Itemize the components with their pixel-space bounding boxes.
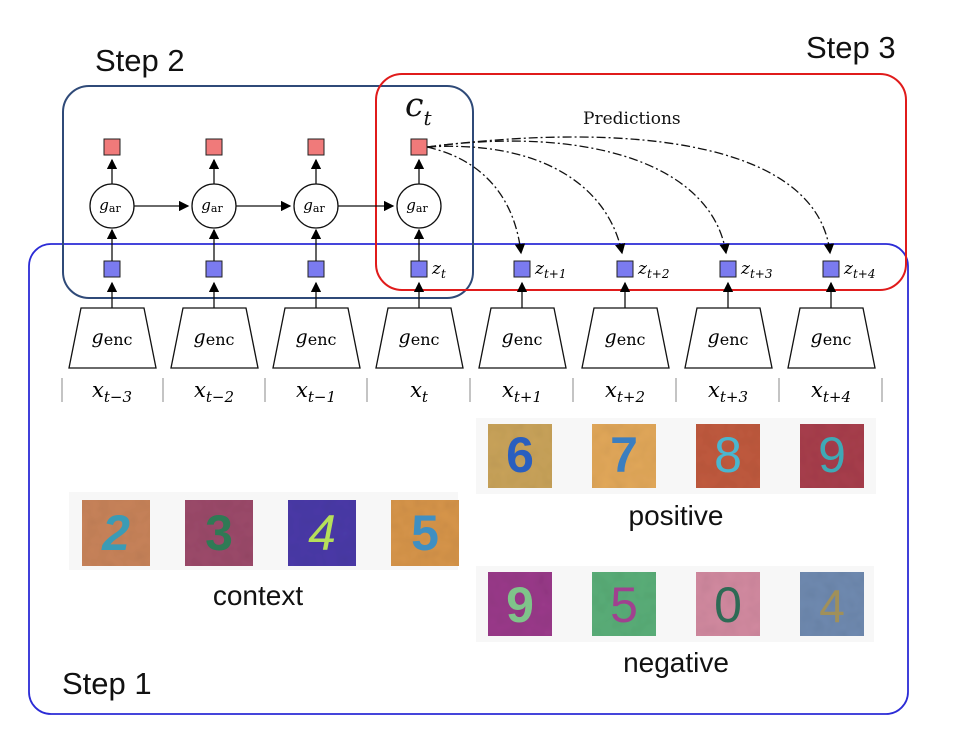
encoder-label: genc — [811, 326, 852, 349]
ar-label: gar — [303, 196, 325, 215]
encoder-block — [478, 307, 567, 369]
x-label: xt−1 — [296, 378, 336, 406]
encoder-label: genc — [399, 326, 440, 349]
encoder-block — [787, 307, 876, 369]
step1-label: Step 1 — [62, 666, 152, 701]
c-node — [103, 138, 121, 156]
predictions-label: Predictions — [583, 109, 681, 129]
ar-label: gar — [406, 196, 428, 215]
digit-tile: 9 — [800, 424, 864, 488]
encoder-column-4: genc zt+1 xt+1 — [478, 259, 567, 406]
digit-tile: 5 — [391, 500, 459, 566]
encoder-label: genc — [194, 326, 235, 349]
svg-text:4: 4 — [308, 505, 336, 561]
encoder-block — [581, 307, 670, 369]
encoder-column-2: genc xt−1 — [272, 260, 361, 406]
x-label: xt — [410, 378, 429, 406]
c-node — [410, 138, 428, 156]
x-label: xt+2 — [605, 378, 645, 406]
z-node — [410, 260, 428, 278]
encoder-block — [68, 307, 157, 369]
svg-text:2: 2 — [101, 505, 130, 561]
prediction-arcs — [426, 136, 835, 255]
encoder-column-5: genc zt+2 xt+2 — [581, 259, 670, 406]
digit-tile: 2 — [82, 500, 150, 566]
context-images: 2 3 4 5 — [69, 492, 459, 570]
digit-tile: 9 — [488, 572, 552, 636]
encoder-label: genc — [502, 326, 543, 349]
x-label: xt+4 — [811, 378, 851, 406]
digit-tile: 5 — [592, 572, 656, 636]
encoder-label: genc — [92, 326, 133, 349]
encoder-column-7: genc zt+4 xt+4 — [787, 259, 876, 406]
z-node — [719, 260, 737, 278]
z-label: zt+3 — [740, 259, 773, 281]
digit-tile: 4 — [800, 572, 864, 636]
digit-tile: 8 — [696, 424, 760, 488]
z-node — [513, 260, 531, 278]
svg-text:9: 9 — [818, 427, 846, 483]
step1-box — [28, 243, 909, 715]
svg-text:0: 0 — [714, 577, 742, 633]
prediction-arc — [426, 136, 835, 255]
svg-text:4: 4 — [819, 580, 845, 632]
svg-text:5: 5 — [411, 505, 439, 561]
encoder-column-3: genc zt xt — [375, 259, 464, 406]
x-label: xt+3 — [708, 378, 748, 406]
positive-label: positive — [629, 500, 724, 531]
x-label: xt+1 — [502, 378, 542, 406]
context-label: context — [213, 580, 303, 611]
negative-images: 9 5 0 4 — [476, 566, 874, 642]
z-node — [205, 260, 223, 278]
step3-box — [375, 73, 907, 291]
x-separators — [61, 378, 883, 402]
digit-tile: 0 — [696, 572, 760, 636]
encoder-column-1: genc xt−2 — [170, 260, 259, 406]
encoder-block — [375, 307, 464, 369]
ar-chain: gar gar gar gar — [89, 138, 442, 261]
z-node — [616, 260, 634, 278]
svg-text:8: 8 — [714, 427, 742, 483]
svg-text:3: 3 — [205, 505, 233, 561]
context-vector-label: ct — [405, 85, 432, 130]
svg-text:5: 5 — [610, 577, 638, 633]
z-label: zt — [431, 259, 446, 281]
x-label: xt−2 — [194, 378, 234, 406]
digit-tile: 3 — [185, 500, 253, 566]
encoder-column-6: genc zt+3 xt+3 — [684, 259, 773, 406]
x-label: xt−3 — [92, 378, 132, 406]
z-label: zt+2 — [637, 259, 669, 281]
encoder-label: genc — [708, 326, 749, 349]
step2-label: Step 2 — [95, 43, 185, 78]
ar-label: gar — [99, 196, 121, 215]
svg-text:9: 9 — [506, 577, 534, 633]
z-node — [307, 260, 325, 278]
negative-label: negative — [623, 647, 729, 678]
encoder-block — [272, 307, 361, 369]
z-label: zt+4 — [843, 259, 875, 281]
digit-tile: 7 — [592, 424, 656, 488]
step3-label: Step 3 — [806, 30, 896, 65]
z-label: zt+1 — [534, 259, 566, 281]
encoder-label: genc — [605, 326, 646, 349]
encoder-label: genc — [296, 326, 337, 349]
svg-text:7: 7 — [610, 427, 638, 483]
digit-tile: 4 — [288, 500, 356, 566]
z-node — [103, 260, 121, 278]
encoder-column-0: genc xt−3 — [68, 260, 157, 406]
z-node — [822, 260, 840, 278]
c-node — [205, 138, 223, 156]
ar-label: gar — [201, 196, 223, 215]
c-node — [307, 138, 325, 156]
step2-box — [62, 85, 474, 299]
prediction-arc — [426, 145, 626, 255]
encoder-block — [170, 307, 259, 369]
prediction-arc — [426, 146, 526, 255]
positive-images: 6 7 8 9 — [476, 418, 876, 494]
prediction-arc — [426, 140, 730, 255]
svg-text:6: 6 — [506, 427, 534, 483]
encoder-block — [684, 307, 773, 369]
digit-tile: 6 — [488, 424, 552, 488]
